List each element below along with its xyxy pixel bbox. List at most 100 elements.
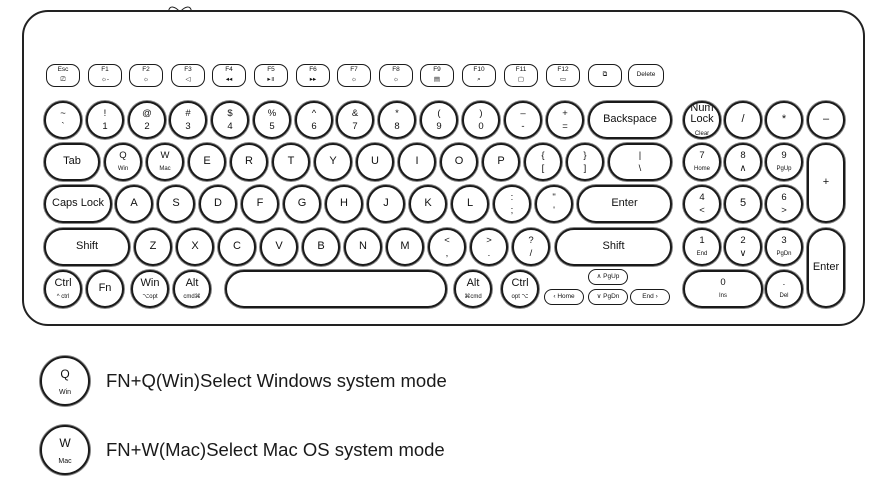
key-tab[interactable]: Tab	[44, 143, 100, 181]
key-blank[interactable]: <,	[428, 228, 466, 266]
key-numpad-14[interactable]: Enter	[807, 228, 845, 308]
key-v[interactable]: V	[260, 228, 298, 266]
key-ctrl-left[interactable]: Ctrl^ ctrl	[44, 270, 82, 308]
key-legend-primary: F9	[433, 66, 441, 74]
key-fn-13[interactable]: ⧉	[588, 64, 622, 87]
key-fn-14[interactable]: Delete	[628, 64, 664, 87]
key-blank[interactable]: }]	[566, 143, 604, 181]
key-num-4[interactable]: $4	[211, 101, 249, 139]
key-arrow-up[interactable]: ∧ PgUp	[588, 269, 628, 285]
key-fn[interactable]: Fn	[86, 270, 124, 308]
key-arrow-right[interactable]: End ›	[630, 289, 670, 305]
key-num-5[interactable]: %5	[253, 101, 291, 139]
key-h[interactable]: H	[325, 185, 363, 223]
key-legend-secondary: ⌕	[477, 76, 481, 83]
key-a[interactable]: A	[115, 185, 153, 223]
key-numpad-2[interactable]: *	[765, 101, 803, 139]
key-fn-5[interactable]: F5▸॥	[254, 64, 288, 87]
key-j[interactable]: J	[367, 185, 405, 223]
key-legend-primary: {	[541, 149, 545, 161]
key-numpad-10[interactable]: 6>	[765, 185, 803, 223]
key-numpad-3[interactable]: –	[807, 101, 845, 139]
key-x[interactable]: X	[176, 228, 214, 266]
key-d[interactable]: D	[199, 185, 237, 223]
key-fn-12[interactable]: F12▭	[546, 64, 580, 87]
key-fn-0[interactable]: Esc⎚	[46, 64, 80, 87]
key-i[interactable]: I	[398, 143, 436, 181]
key-m[interactable]: M	[386, 228, 424, 266]
key-c[interactable]: C	[218, 228, 256, 266]
key-arrow-down[interactable]: ∨ PgDn	[588, 289, 628, 305]
key-e[interactable]: E	[188, 143, 226, 181]
key-o[interactable]: O	[440, 143, 478, 181]
key-z[interactable]: Z	[134, 228, 172, 266]
key-blank[interactable]: {[	[524, 143, 562, 181]
key-numpad-16[interactable]: .Del	[765, 270, 803, 308]
key-arrow-left[interactable]: ‹ Home	[544, 289, 584, 305]
key-num-3[interactable]: #3	[169, 101, 207, 139]
key-num-12[interactable]: +=	[546, 101, 584, 139]
key-fn-11[interactable]: F11▢	[504, 64, 538, 87]
key-fn-9[interactable]: F9▤	[420, 64, 454, 87]
key-numpad-8[interactable]: 4<	[683, 185, 721, 223]
key-p[interactable]: P	[482, 143, 520, 181]
key-numpad-7[interactable]: +	[807, 143, 845, 223]
key-numpad-1[interactable]: /	[724, 101, 762, 139]
key-fn-3[interactable]: F3◁	[171, 64, 205, 87]
key-numpad-5[interactable]: 8∧	[724, 143, 762, 181]
key-num-9[interactable]: (9	[420, 101, 458, 139]
key-y[interactable]: Y	[314, 143, 352, 181]
key-blank[interactable]: "'	[535, 185, 573, 223]
key-n[interactable]: N	[344, 228, 382, 266]
key-num-7[interactable]: &7	[336, 101, 374, 139]
key-num-6[interactable]: ^6	[295, 101, 333, 139]
key-num-11[interactable]: –-	[504, 101, 542, 139]
key-num-10[interactable]: )0	[462, 101, 500, 139]
key-f[interactable]: F	[241, 185, 279, 223]
key-fn-4[interactable]: F4◂◂	[212, 64, 246, 87]
key-u[interactable]: U	[356, 143, 394, 181]
key-shift-left[interactable]: Shift	[44, 228, 130, 266]
key-l[interactable]: L	[451, 185, 489, 223]
key-space[interactable]	[225, 270, 447, 308]
key-fn-1[interactable]: F1☼-	[88, 64, 122, 87]
key-r[interactable]: R	[230, 143, 268, 181]
key-enter[interactable]: Enter	[577, 185, 672, 223]
key-num-1[interactable]: !1	[86, 101, 124, 139]
key-backspace[interactable]: Backspace	[588, 101, 672, 139]
key-numpad-12[interactable]: 2∨	[724, 228, 762, 266]
key-caps-lock[interactable]: Caps Lock	[44, 185, 112, 223]
key-t[interactable]: T	[272, 143, 310, 181]
key-g[interactable]: G	[283, 185, 321, 223]
key-blank[interactable]: ?/	[512, 228, 550, 266]
key-blank[interactable]: >.	[470, 228, 508, 266]
key-s[interactable]: S	[157, 185, 195, 223]
key-win[interactable]: Win⌥opt	[131, 270, 169, 308]
key-num-0[interactable]: ~`	[44, 101, 82, 139]
key-num-8[interactable]: *8	[378, 101, 416, 139]
key-num-2[interactable]: @2	[128, 101, 166, 139]
key-fn-8[interactable]: F8☼	[379, 64, 413, 87]
key-legend-secondary: >	[781, 204, 787, 216]
key-numpad-9[interactable]: 5	[724, 185, 762, 223]
key-fn-6[interactable]: F6▸▸	[296, 64, 330, 87]
key-fn-2[interactable]: F2☼	[129, 64, 163, 87]
key-shift-right[interactable]: Shift	[555, 228, 672, 266]
key-alt-right[interactable]: Alt⌘cmd	[454, 270, 492, 308]
key-k[interactable]: K	[409, 185, 447, 223]
key-fn-7[interactable]: F7☼	[337, 64, 371, 87]
key-backslash[interactable]: |\	[608, 143, 672, 181]
key-blank[interactable]: :;	[493, 185, 531, 223]
key-b[interactable]: B	[302, 228, 340, 266]
key-fn-10[interactable]: F10⌕	[462, 64, 496, 87]
